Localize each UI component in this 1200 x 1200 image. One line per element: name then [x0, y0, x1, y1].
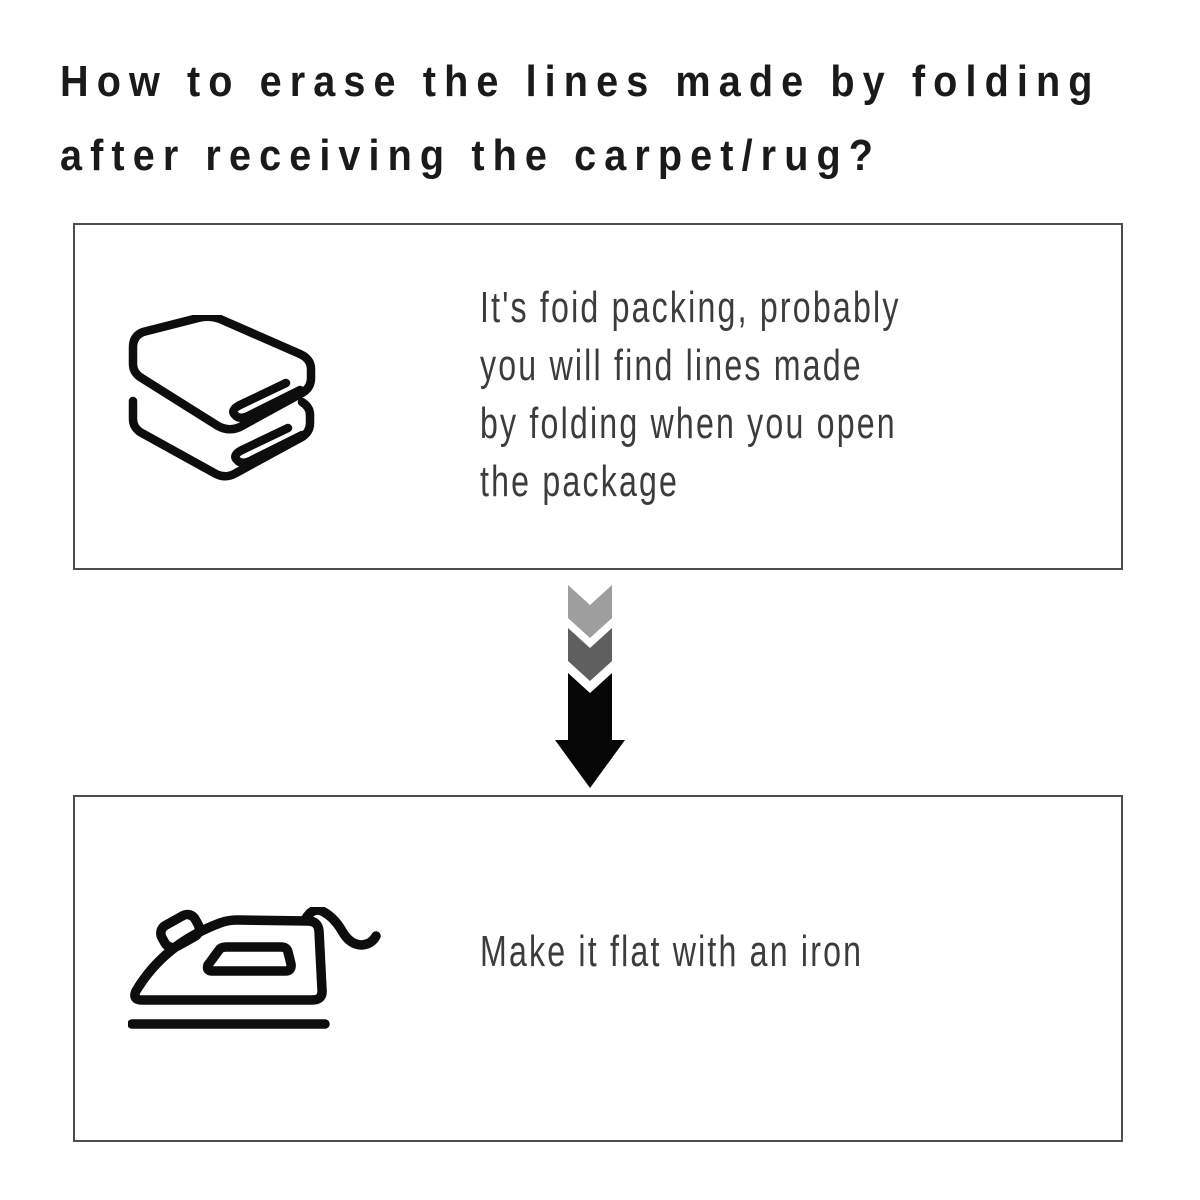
page-title: How to erase the lines made by folding a… [60, 45, 1101, 193]
chevron-mid [568, 628, 612, 681]
chevron-light [568, 585, 612, 638]
top-towel-fold-line [229, 378, 305, 422]
folded-towels-icon [128, 315, 316, 481]
iron-cord [300, 907, 381, 950]
iron-handle-opening [202, 942, 296, 976]
step-1-text: It's foid packing, probably you will fin… [480, 279, 901, 511]
step-2-text-line: Make it flat with an iron [480, 927, 864, 976]
title-line-2: after receiving the carpet/rug? [60, 131, 882, 180]
step-1-text-line: the package [480, 457, 680, 506]
top-towel-outline [128, 315, 316, 434]
bottom-towel-outline [128, 396, 315, 481]
step-2-text: Make it flat with an iron [480, 923, 863, 981]
arrow-head [555, 673, 625, 788]
step-1-panel: It's foid packing, probably you will fin… [73, 223, 1123, 570]
bottom-towel-fold-line [231, 423, 307, 467]
bottom-towel-edge-line [297, 397, 315, 420]
step-2-panel: Make it flat with an iron [73, 795, 1123, 1142]
iron-icon [128, 907, 381, 1029]
iron-body [130, 915, 327, 1005]
step-1-text-line: by folding when you open [480, 399, 897, 448]
down-arrow-icon [555, 585, 625, 788]
step-1-text-line: you will find lines made [480, 341, 863, 390]
step-1-text-line: It's foid packing, probably [480, 283, 901, 332]
title-line-1: How to erase the lines made by folding [60, 57, 1101, 106]
